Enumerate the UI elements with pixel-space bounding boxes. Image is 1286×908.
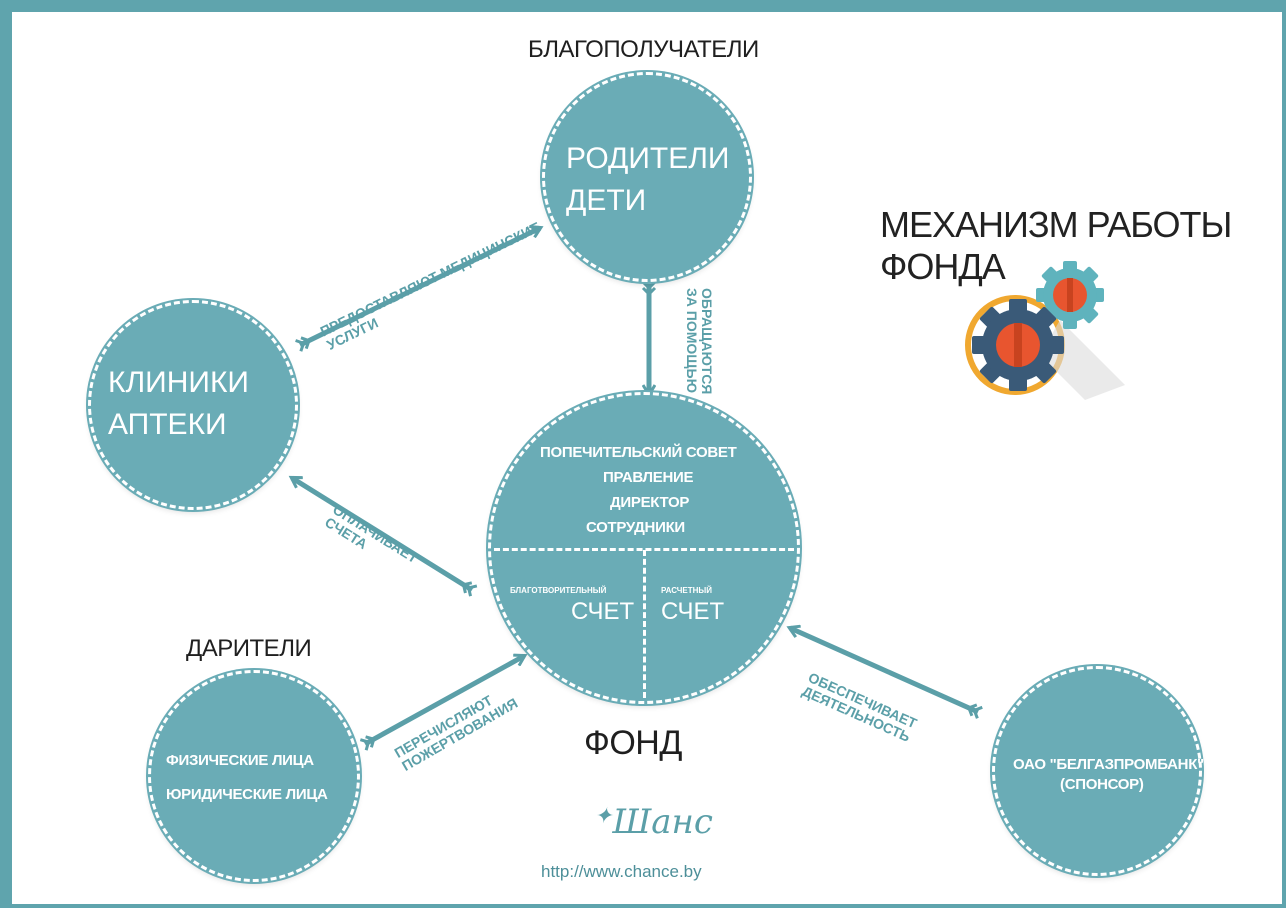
bird-icon: ✦ — [594, 804, 613, 829]
sponsor-role: (СПОНСОР) — [1060, 776, 1144, 793]
settlement-account-label: СЧЕТ — [661, 598, 725, 625]
charity-account-label: СЧЕТ — [571, 598, 635, 625]
fund-divider-vertical — [643, 550, 646, 698]
settlement-account-small: РАСЧЕТНЫЙ — [661, 586, 712, 595]
beneficiaries-heading: БЛАГОПОЛУЧАТЕЛИ — [528, 36, 759, 63]
arrow-donors-to-fund — [365, 656, 524, 744]
fund-director: ДИРЕКТОР — [610, 494, 690, 511]
fund-heading: ФОНД — [584, 724, 682, 762]
arrow-fund-to-clinics — [292, 475, 472, 590]
donors-node — [148, 670, 360, 882]
charity-account-small: БЛАГОТВОРИТЕЛЬНЫЙ — [510, 586, 607, 595]
fund-divider-horizontal — [494, 548, 794, 551]
fund-board-of-trustees: ПОПЕЧИТЕЛЬСКИЙ СОВЕТ — [540, 444, 737, 461]
arrow-sponsor-to-fund — [790, 628, 978, 712]
arrow-label-line: ЗА ПОМОЩЬЮ — [684, 288, 700, 394]
node-label-children: ДЕТИ — [566, 184, 647, 217]
donors-individuals: ФИЗИЧЕСКИЕ ЛИЦА — [166, 752, 314, 769]
arrow-clinics-to-parents — [300, 228, 540, 345]
donors-legal-entities: ЮРИДИЧЕСКИЕ ЛИЦА — [166, 786, 328, 803]
donors-heading: ДАРИТЕЛИ — [186, 635, 312, 662]
website-link[interactable]: http://www.chance.by — [541, 862, 702, 881]
arrow-label-parents-to-fund: ОБРАЩАЮТСЯ ЗА ПОМОЩЬЮ — [684, 288, 715, 395]
gears-icon — [965, 261, 1125, 400]
parents-children-node — [542, 72, 752, 282]
arrow-label-line: ОБРАЩАЮТСЯ — [699, 288, 715, 395]
chance-logo: ✦Шанс — [594, 802, 713, 842]
node-label-pharmacies: АПТЕКИ — [108, 408, 227, 441]
sponsor-node — [992, 666, 1202, 876]
page-title-line1: МЕХАНИЗМ РАБОТЫ — [880, 204, 1232, 245]
node-label-parents: РОДИТЕЛИ — [566, 142, 730, 175]
sponsor-name: ОАО "БЕЛГАЗПРОМБАНК" — [1013, 756, 1204, 773]
node-label-clinics: КЛИНИКИ — [108, 366, 249, 399]
page-title-line2: ФОНДА — [880, 246, 1006, 287]
fund-management: ПРАВЛЕНИЕ — [603, 469, 694, 486]
clinics-pharmacies-node — [88, 300, 298, 510]
logo-text: Шанс — [612, 802, 713, 842]
fund-staff: СОТРУДНИКИ — [586, 519, 685, 536]
